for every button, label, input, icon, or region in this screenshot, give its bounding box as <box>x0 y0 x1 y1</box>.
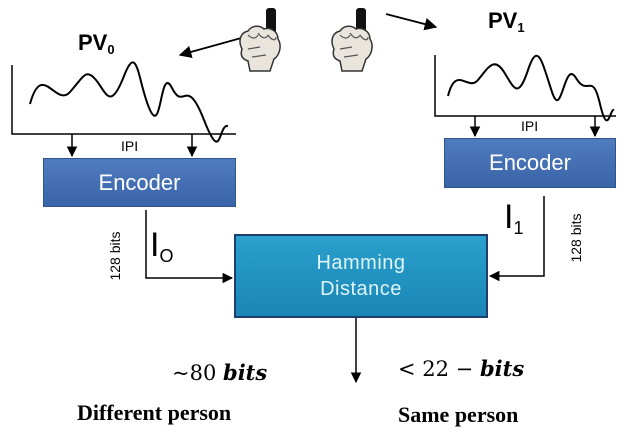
right-connector <box>488 196 545 282</box>
right-index-label: I1 <box>504 200 523 245</box>
right-signal-plot <box>434 54 616 138</box>
right-pv-text: PV <box>488 8 518 33</box>
left-index-label: IO <box>150 228 173 273</box>
right-pv-label: PV1 <box>488 8 525 35</box>
right-index-text: I <box>504 198 514 236</box>
different-bits-value: ~80 <box>172 361 217 385</box>
left-signal-plot <box>11 61 236 158</box>
same-person-caption: Same person <box>398 402 519 427</box>
left-pv-label: PV0 <box>78 30 115 57</box>
right-encoder-box: Encoder <box>444 138 616 188</box>
right-pv-sub: 1 <box>517 20 525 35</box>
left-pv-sub: 0 <box>107 42 115 57</box>
same-bits-value: < 22 − <box>398 357 474 381</box>
same-bits-unit: bits <box>479 356 525 381</box>
left-index-text: I <box>150 226 160 264</box>
left-encoder-box: Encoder <box>43 158 236 207</box>
different-person-caption: Different person <box>77 400 232 425</box>
hand-holding-sensor-icon <box>331 8 373 72</box>
right-bits-label: 128 bits <box>568 213 584 263</box>
different-bits-label: ~80 bits <box>172 360 267 385</box>
left-pv-text: PV <box>78 30 108 55</box>
hamming-line-2: Distance <box>320 278 402 300</box>
hamming-distance-box: Hamming Distance <box>234 234 488 318</box>
left-index-sub: O <box>159 246 174 266</box>
right-ipi-label: IPI <box>521 118 539 134</box>
right-index-sub: 1 <box>513 218 524 238</box>
left-ipi-label: IPI <box>121 138 139 154</box>
right-sensor-arrow <box>385 13 438 31</box>
right-encoder-label: Encoder <box>489 150 571 175</box>
different-bits-unit: bits <box>223 360 268 385</box>
hamming-line-1: Hamming <box>316 252 406 274</box>
left-connector <box>145 210 234 284</box>
hand-holding-sensor-icon <box>239 8 281 72</box>
same-bits-label: < 22 − bits <box>398 356 524 381</box>
left-bits-label: 128 bits <box>107 231 123 281</box>
left-encoder-label: Encoder <box>98 169 181 195</box>
